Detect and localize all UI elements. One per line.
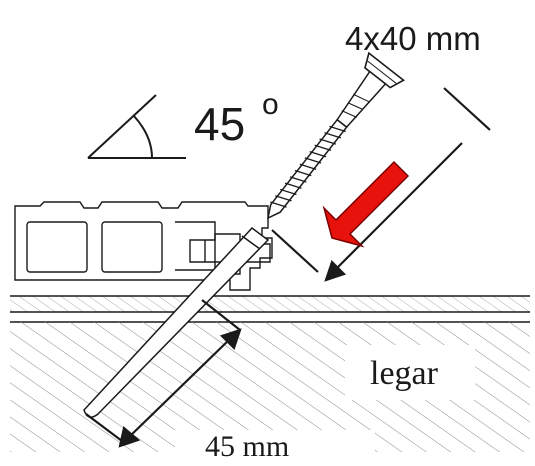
deck-board-profile [14,201,273,291]
deck-surface-layer [10,295,530,323]
angle-unit-label: o [262,88,279,121]
screw-length-dimension [271,87,491,282]
screw-size-label: 4x40 mm [345,20,481,57]
depth-dimension-line [85,299,242,448]
angle-value-label: 45 [194,98,245,150]
screw-icon [266,51,405,220]
joist-label: legar [370,355,439,392]
depth-label: 45 mm [205,430,289,463]
angle-icon [87,94,186,159]
arrow-down-left-icon [322,160,410,248]
joist-section [10,322,530,466]
